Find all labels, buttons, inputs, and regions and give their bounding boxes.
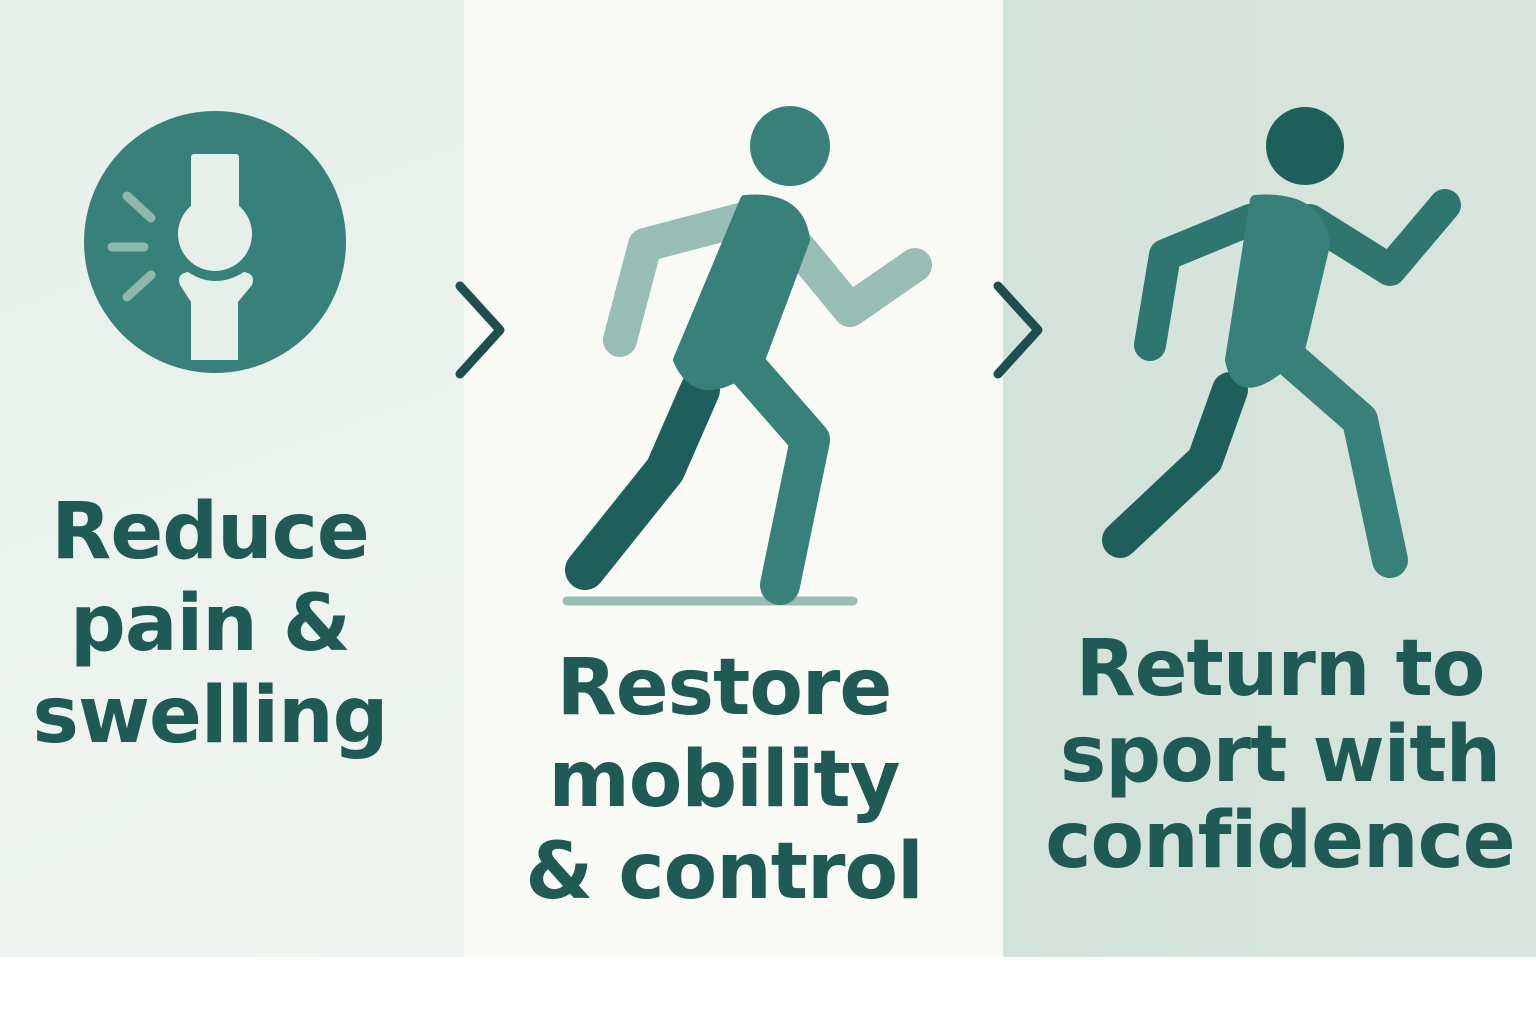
step-caption-return-to-sport: Return to sport with confidence	[1020, 626, 1536, 884]
caption-line: confidence	[1045, 796, 1515, 886]
caption-line: Reduce	[51, 487, 369, 577]
caption-line: mobility	[548, 735, 900, 825]
chevron-right-icon	[455, 281, 505, 379]
walking-figure-icon	[562, 106, 932, 606]
caption-line: pain &	[70, 579, 351, 669]
caption-line: Return to	[1075, 624, 1486, 714]
running-figure-icon	[1102, 107, 1461, 578]
caption-line: Restore	[556, 643, 893, 733]
joint-pain-icon	[84, 111, 346, 373]
caption-line: swelling	[32, 671, 389, 761]
caption-line: & control	[525, 827, 924, 917]
step-panel-restore-mobility	[464, 0, 1003, 957]
chevron-right-icon	[993, 281, 1043, 379]
caption-line: sport with	[1059, 710, 1501, 800]
step-caption-reduce-pain: Reduce pain & swelling	[0, 486, 420, 762]
step-caption-restore-mobility: Restore mobility & control	[464, 642, 984, 918]
